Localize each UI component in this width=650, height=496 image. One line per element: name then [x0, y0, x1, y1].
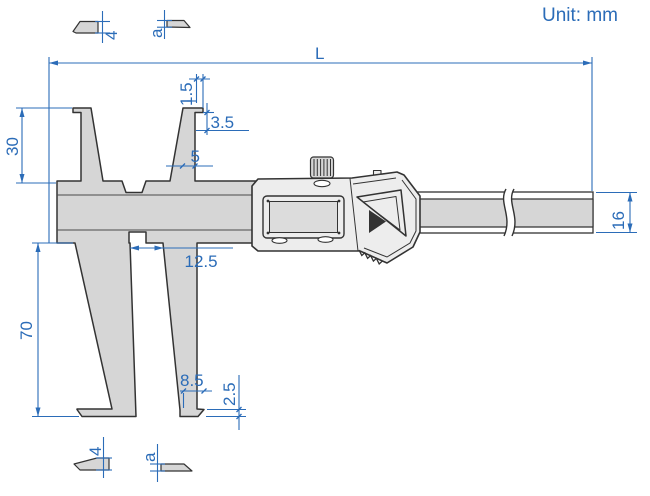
dimensions: L 30 1.5 3.5 — [3, 10, 637, 482]
dim-detail-bottom-tip: a — [140, 444, 165, 482]
play-triangle-icon[interactable] — [369, 210, 386, 233]
detail-bottom-right-blade — [160, 463, 193, 472]
dim-lower-foot-height: 2.5 — [206, 375, 246, 430]
dim-upper-jaw-height: 30 — [3, 107, 72, 184]
top-button[interactable] — [313, 179, 331, 188]
beam-break-right-curve — [510, 188, 516, 237]
detail-top-right-blade — [166, 19, 191, 29]
slider-frame — [56, 107, 301, 418]
dim-label-16: 16 — [609, 211, 628, 230]
lcd-bezel-screws — [266, 199, 341, 235]
unit-label: Unit: mm — [542, 5, 618, 26]
dim-label-3-5: 3.5 — [211, 113, 235, 132]
dim-beam-height: 16 — [596, 191, 637, 234]
dim-upper-tip-overhang: 1.5 — [177, 74, 210, 108]
thumb-roller-ridges — [313, 159, 331, 176]
housing-thumbgrip-seam — [349, 178, 359, 252]
thumb-grip-serration — [358, 249, 383, 265]
dim-label-bottom-a: a — [140, 452, 159, 462]
dim-upper-blade-width: 5 — [166, 147, 213, 169]
bottom-button-right[interactable] — [317, 236, 334, 243]
dim-label-1-5: 1.5 — [177, 82, 196, 106]
dim-overall-length: L — [48, 44, 593, 243]
beam-break-gap — [503, 189, 515, 236]
dim-label-bottom-4: 4 — [86, 447, 105, 456]
display-housing — [251, 156, 421, 265]
dim-label-70: 70 — [17, 321, 36, 340]
dim-lower-jaw-height: 70 — [17, 242, 79, 418]
dim-label-5: 5 — [191, 147, 200, 166]
dim-label-top-a: a — [147, 28, 166, 38]
dim-detail-top-tip: a — [147, 10, 172, 39]
dim-upper-tip-depth: 3.5 — [196, 103, 249, 135]
dim-label-12-5: 12.5 — [185, 252, 218, 271]
jaw-tip-details-bottom — [73, 457, 193, 472]
thumb-grip-inner-border — [352, 177, 417, 258]
dim-label-30: 30 — [3, 137, 22, 156]
lcd-screen — [269, 201, 338, 233]
dim-jaw-gap: 12.5 — [130, 245, 233, 271]
dim-lower-foot-length: 8.5 — [180, 371, 212, 408]
dim-label-top-4: 4 — [102, 31, 121, 40]
dim-label-2-5: 2.5 — [220, 382, 239, 406]
dim-label-8-5: 8.5 — [180, 371, 204, 390]
detail-top-left-blade — [72, 20, 99, 34]
frame-and-jaws-silhouette — [56, 107, 301, 418]
triangle-pad-inner — [362, 196, 401, 231]
bottom-button-left[interactable] — [271, 237, 288, 244]
dim-detail-top-base: 4 — [95, 11, 121, 43]
detail-bottom-left-blade — [73, 457, 110, 471]
jaw-tip-details-top — [72, 19, 191, 34]
beam-break-left-curve — [502, 188, 508, 237]
dim-detail-bottom-base: 4 — [86, 437, 112, 478]
dim-label-L: L — [315, 44, 324, 63]
